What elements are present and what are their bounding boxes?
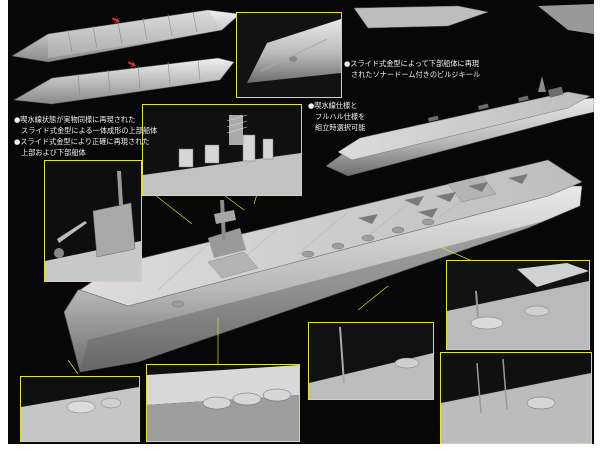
inset-stern-guns — [440, 352, 592, 444]
hull-top-fragment — [353, 4, 594, 34]
antenna-detail — [309, 323, 433, 399]
small-carrier-model — [325, 76, 594, 177]
gun-tubs-detail — [147, 365, 299, 441]
annotation-sonar: ●スライド式金型によって下部船体に再現 されたソナードーム付きのビルジキール — [344, 58, 480, 80]
annotation-sonar-line2: されたソナードーム付きのビルジキール — [351, 70, 481, 79]
inset-crane — [44, 160, 142, 282]
lower-hull-part-upper — [11, 9, 241, 63]
boats-detail — [447, 261, 589, 349]
bilge-keel-detail — [237, 13, 341, 97]
inset-antenna — [308, 322, 434, 400]
bow-guns-detail — [21, 377, 139, 441]
inset-gun-tubs — [146, 364, 300, 442]
stern-guns-detail — [441, 353, 591, 443]
bullet-icon: ● — [308, 101, 315, 110]
annotation-hull-parts: ●喫水線状態が実物同様に再現された スライド式金型による一体成形の上部船体 ●ス… — [14, 114, 157, 158]
inset-bilge-keel — [236, 12, 342, 98]
main-carrier-model — [63, 159, 583, 373]
bullet-icon: ● — [344, 59, 351, 68]
inset-boats — [446, 260, 590, 350]
crane-detail — [45, 161, 141, 281]
bullet-icon: ● — [14, 115, 21, 124]
annotation-hull-line1: 喫水線状態が実物同様に再現された — [20, 115, 136, 124]
annotation-waterline-line2: フルハル仕様を — [315, 112, 366, 121]
island-detail — [143, 105, 301, 195]
annotation-waterline: ●喫水線仕様と フルハル仕様を 組立時選択可能 — [308, 100, 365, 133]
lower-hull-part-lower — [13, 57, 235, 105]
inset-bow-guns — [20, 376, 140, 442]
annotation-waterline-line3: 組立時選択可能 — [315, 123, 366, 132]
annotation-waterline-line1: 喫水線仕様と — [314, 101, 358, 110]
product-panel: ●スライド式金型によって下部船体に再現 されたソナードーム付きのビルジキール ●… — [8, 0, 594, 444]
red-arrow-icon — [111, 15, 120, 24]
inset-island — [142, 104, 302, 196]
main-artwork — [11, 4, 594, 375]
red-arrow-icon — [127, 59, 136, 68]
annotation-hull-line4: 上部および下部船体 — [21, 148, 86, 157]
annotation-sonar-line1: スライド式金型によって下部船体に再現 — [350, 59, 480, 68]
annotation-hull-line2: スライド式金型による一体成形の上部船体 — [21, 126, 158, 135]
annotation-hull-line3: スライド式金型により正確に再現された — [20, 137, 150, 146]
bullet-icon: ● — [14, 137, 21, 146]
